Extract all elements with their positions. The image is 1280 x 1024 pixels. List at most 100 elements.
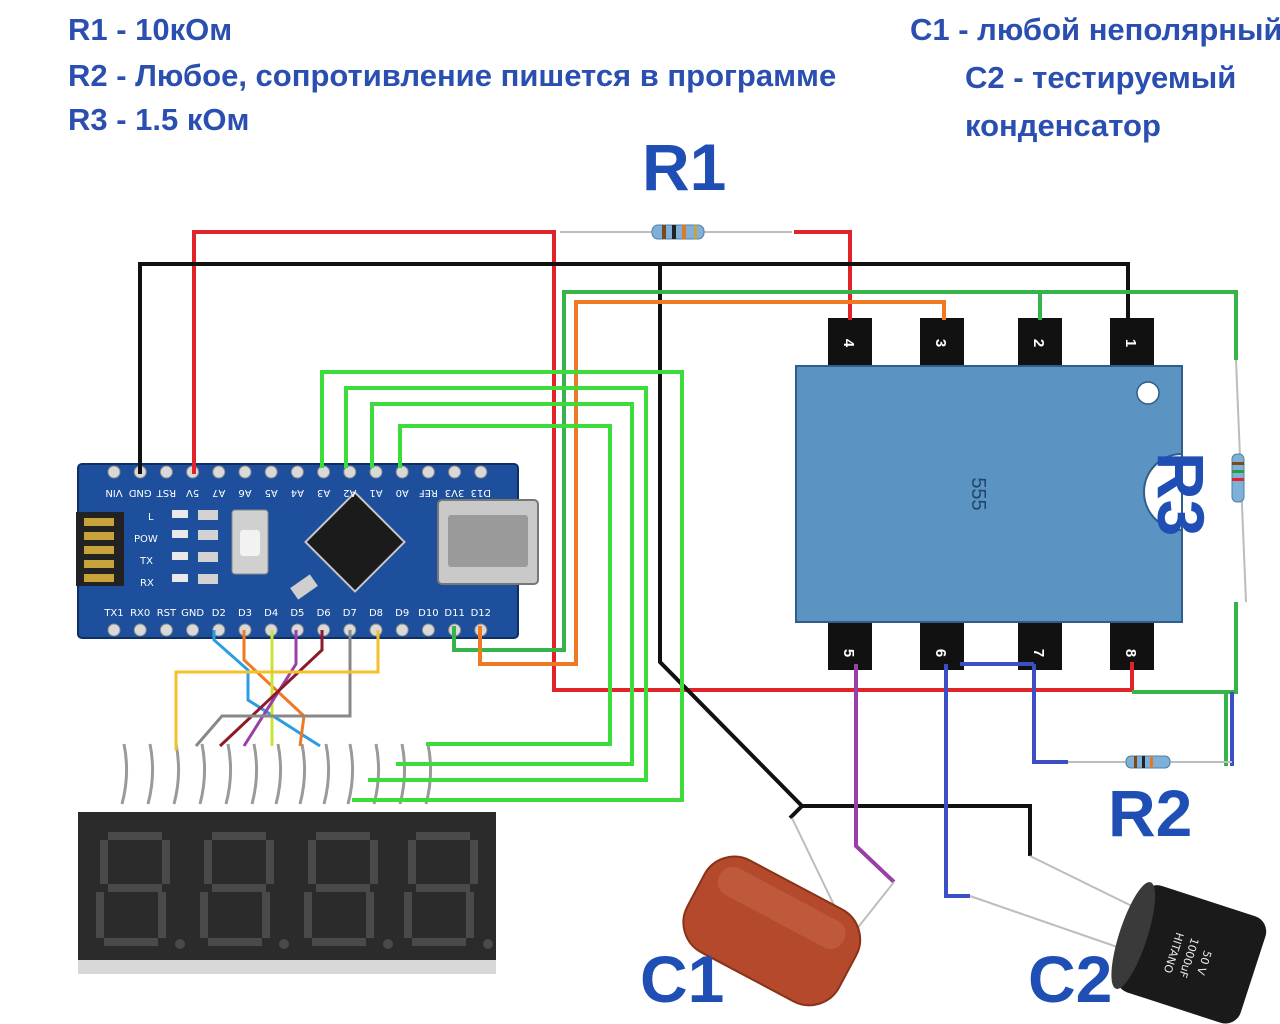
nano-bottom-pin-label: D5 (290, 608, 304, 619)
nano-top-pin-label: 3V3 (445, 487, 465, 498)
nano-bottom-pin (186, 623, 200, 637)
nano-bottom-pin-label: D9 (395, 608, 409, 619)
nano-bottom-pin (395, 623, 409, 637)
nano-bottom-pin-label: D10 (418, 608, 438, 619)
digit-segment (108, 884, 162, 892)
nano-bottom-pin (317, 623, 331, 637)
nano-bottom-pin-label: D2 (212, 608, 226, 619)
nano-bottom-pin-label: D7 (343, 608, 357, 619)
nano-bottom-pin (421, 623, 435, 637)
nano-top-pin-label: A2 (343, 487, 356, 498)
digit-segment (100, 840, 108, 884)
nano-bottom-pin-label: D11 (444, 608, 464, 619)
nano-bottom-pin-label: D4 (264, 608, 278, 619)
wires (138, 230, 1238, 898)
digit-segment (162, 840, 170, 884)
resistor-r3 (1231, 359, 1247, 603)
digit-segment (304, 892, 312, 938)
label-r3: R3 (1144, 452, 1218, 537)
nano-bottom-pin-label: TX1 (103, 608, 123, 619)
label-r1: R1 (642, 130, 727, 204)
nano-top-pin (290, 465, 304, 479)
nano-bottom-pin-label: D3 (238, 608, 252, 619)
note-r3: R3 - 1.5 кОм (68, 102, 250, 137)
nano-top-pin (369, 465, 383, 479)
nano-top-pin-label: A6 (238, 487, 251, 498)
nano-led-l: L (148, 512, 154, 523)
nano-bottom-pin (159, 623, 173, 637)
nano-top-pin-label: RST (156, 487, 176, 498)
nano-top-pin (212, 465, 226, 479)
chip-pin-8: 8 (1122, 649, 1139, 657)
chip-pin-7: 7 (1030, 649, 1047, 657)
digit-segment (104, 938, 158, 946)
nano-top-pin-label: A4 (291, 487, 304, 498)
chip-pin-3: 3 (932, 339, 949, 347)
nano-bottom-pin-label: D6 (317, 608, 331, 619)
nano-top-pin-label: A3 (317, 487, 330, 498)
nano-top-pin (448, 465, 462, 479)
ne555-chip: 555 4 3 2 1 5 6 7 8 (795, 318, 1183, 670)
nano-bottom-pin-label: RST (157, 608, 177, 619)
capacitor-c1 (682, 817, 895, 1007)
digit-segment (212, 884, 266, 892)
nano-top-pin-label: VIN (105, 487, 122, 498)
label-c1: C1 (640, 942, 725, 1016)
nano-top-pin (238, 465, 252, 479)
nano-top-pin-label: GND (128, 487, 151, 498)
nano-bottom-pin-label: RX0 (130, 608, 150, 619)
nano-top-pin (264, 465, 278, 479)
capacitor-c2: HITANO 1000uF 50 V (969, 855, 1267, 1024)
digit-segment (416, 832, 470, 840)
chip-pin-2: 2 (1030, 339, 1047, 347)
nano-bottom-pin (107, 623, 121, 637)
note-r2: R2 - Любое, сопротивление пишется в прог… (68, 58, 837, 93)
nano-bottom-pin (133, 623, 147, 637)
note-c1: C1 - любой неполярный (910, 12, 1280, 47)
nano-led-tx: TX (139, 556, 153, 567)
digit-dot (279, 939, 289, 949)
chip-pin-5: 5 (840, 649, 857, 657)
nano-led-pow: POW (134, 534, 158, 545)
nano-top-pin-label: A5 (265, 487, 278, 498)
digit-segment (200, 892, 208, 938)
digit-segment (408, 840, 416, 884)
digit-dot (483, 939, 493, 949)
nano-bottom-pin-label: D12 (471, 608, 491, 619)
digit-segment (204, 840, 212, 884)
digit-segment (316, 884, 370, 892)
digit-segment (262, 892, 270, 938)
digit-segment (366, 892, 374, 938)
resistor-r2 (1068, 755, 1232, 769)
digit-segment (108, 832, 162, 840)
nano-top-pin (343, 465, 357, 479)
nano-top-pin (474, 465, 488, 479)
digit-segment (212, 832, 266, 840)
digit-segment (312, 938, 366, 946)
digit-segment (158, 892, 166, 938)
digit-segment (470, 840, 478, 884)
nano-top-pin-label: 5V (186, 487, 199, 498)
digit-segment (416, 884, 470, 892)
seven-segment-display (78, 743, 496, 974)
digit-segment (412, 938, 466, 946)
note-c2-line1: C2 - тестируемый (965, 60, 1237, 95)
nano-top-pin-label: A7 (212, 487, 225, 498)
digit-segment (404, 892, 412, 938)
nano-top-pin (107, 465, 121, 479)
nano-bottom-pin-label: D8 (369, 608, 383, 619)
digit-segment (316, 832, 370, 840)
digit-segment (370, 840, 378, 884)
chip-pin-6: 6 (932, 649, 949, 657)
digit-segment (308, 840, 316, 884)
nano-bottom-pin (369, 623, 383, 637)
digit-segment (96, 892, 104, 938)
chip-name: 555 (967, 477, 989, 510)
nano-bottom-pin-label: GND (181, 608, 204, 619)
nano-led-rx: RX (140, 578, 154, 589)
digit-segment (208, 938, 262, 946)
nano-top-pin (421, 465, 435, 479)
label-r2: R2 (1108, 776, 1193, 850)
nano-top-pin-label: D13 (471, 487, 491, 498)
